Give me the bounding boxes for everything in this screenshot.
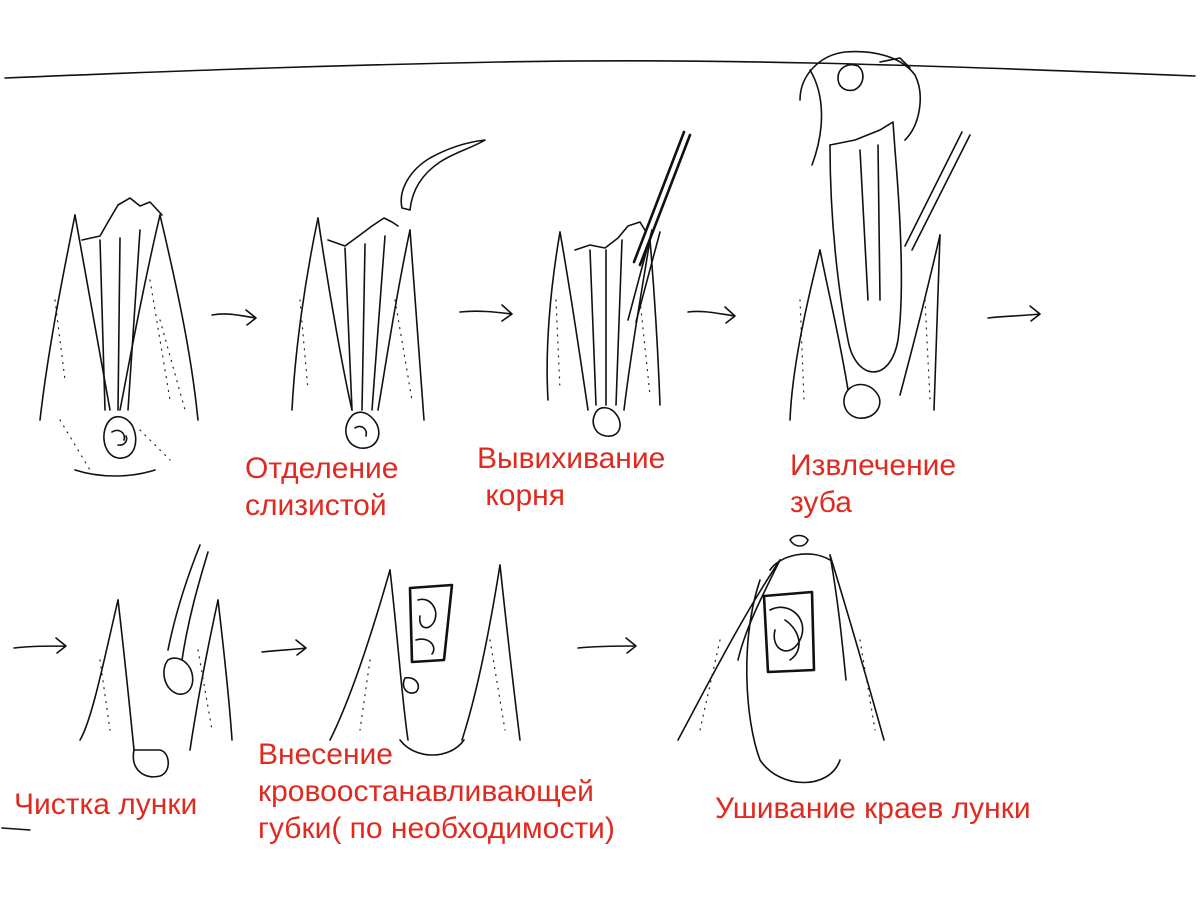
stage-root-luxation-drawing bbox=[546, 130, 692, 437]
caption-hemostatic-sponge: Внесение кровоостанавливающей губки( по … bbox=[258, 736, 615, 847]
caption-line: Отделение bbox=[245, 452, 399, 485]
caption-tooth-extraction: Извлечение зуба bbox=[790, 447, 956, 521]
arrow-2-icon bbox=[459, 304, 513, 322]
stage-suturing-drawing bbox=[677, 534, 885, 784]
stage-initial-tooth-drawing bbox=[39, 197, 199, 477]
stage-socket-cleaning-drawing bbox=[79, 544, 233, 778]
caption-line: Извлечение bbox=[790, 449, 957, 482]
caption-mucosa-separation: Отделение слизистой bbox=[245, 450, 398, 524]
caption-line: Вывихивание bbox=[477, 442, 666, 475]
stage-mucosa-separation-drawing bbox=[291, 139, 486, 449]
arrow-1-icon bbox=[211, 309, 257, 326]
caption-line: зуба bbox=[790, 486, 852, 519]
arrow-6-icon bbox=[261, 639, 307, 656]
arrow-3-icon bbox=[687, 306, 736, 324]
arrow-4-icon bbox=[987, 305, 1041, 322]
caption-line: слизистой bbox=[245, 489, 387, 522]
arrow-7-icon bbox=[577, 637, 637, 654]
caption-line: Внесение bbox=[258, 738, 393, 771]
caption-socket-cleaning: Чистка лунки bbox=[14, 786, 197, 823]
arrow-5-icon bbox=[13, 637, 67, 654]
caption-line: кровоостанавливающей bbox=[258, 775, 594, 808]
page-edge-mark bbox=[1, 827, 31, 831]
gum-line bbox=[4, 59, 1196, 79]
caption-socket-suturing: Ушивание краев лунки bbox=[715, 790, 1031, 827]
stage-hemostatic-sponge-drawing bbox=[329, 564, 521, 756]
stage-tooth-extraction-drawing bbox=[789, 50, 971, 421]
caption-line: Чистка лунки bbox=[14, 788, 198, 821]
caption-line: корня bbox=[477, 479, 565, 512]
caption-line: губки( по необходимости) bbox=[258, 812, 615, 845]
caption-root-luxation: Вывихивание корня bbox=[477, 440, 665, 514]
caption-line: Ушивание краев лунки bbox=[715, 792, 1031, 825]
